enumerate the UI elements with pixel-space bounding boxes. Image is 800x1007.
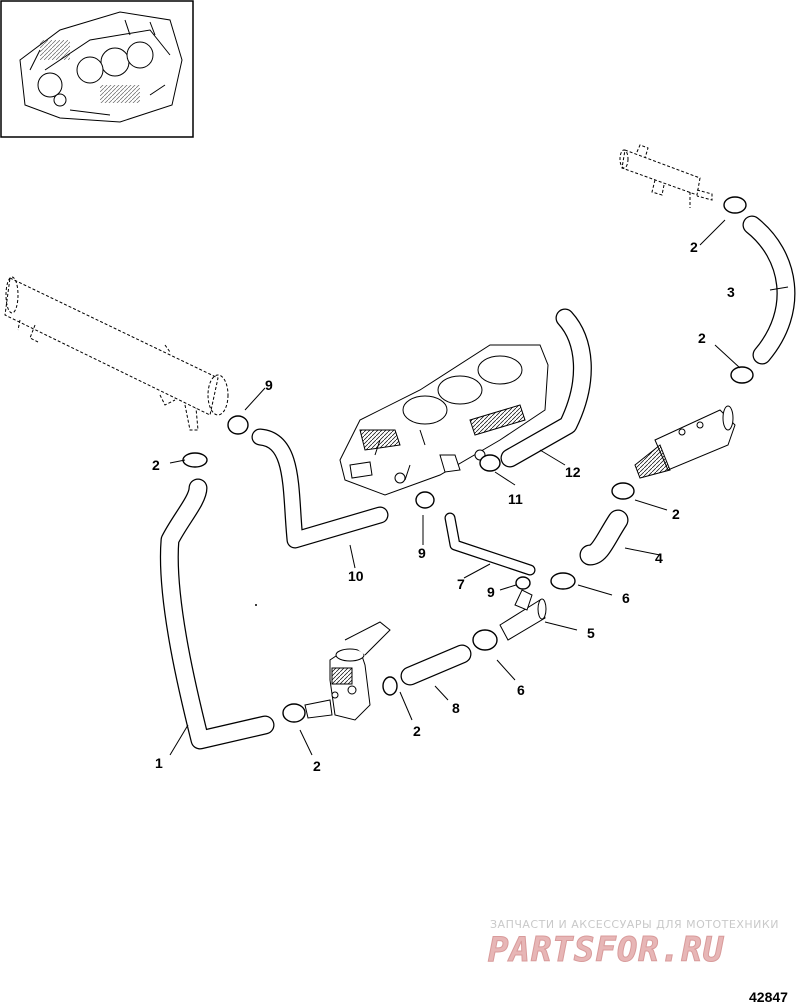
hose-10 — [251, 428, 389, 549]
y-fitting — [499, 589, 547, 641]
clamp-icon — [611, 482, 635, 500]
callout-5: 5 — [587, 625, 595, 641]
callout-9-hose7: 9 — [487, 584, 495, 600]
callout-1: 1 — [155, 755, 163, 771]
callout-leaders — [169, 219, 789, 756]
clamp-icon — [282, 703, 306, 723]
callout-4: 4 — [655, 550, 663, 566]
clamp-icon — [479, 454, 501, 472]
hose-12 — [500, 308, 592, 468]
callout-11: 11 — [508, 491, 523, 507]
upper-cooler-pipe-reference — [619, 144, 713, 208]
fuel-cooler-tube — [634, 405, 736, 479]
callout-2-hose8-clamp: 2 — [413, 723, 421, 739]
heat-exchanger-reference — [4, 276, 229, 431]
hose-1 — [159, 478, 275, 750]
hose-clamps — [182, 196, 754, 723]
clamp-icon — [730, 366, 754, 384]
figure-number: 42847 — [749, 989, 788, 1005]
hose-4 — [579, 509, 629, 566]
callout-2-upper-clamp: 2 — [690, 239, 698, 255]
callout-3: 3 — [727, 284, 735, 300]
hose-7 — [444, 512, 536, 576]
clamp-icon — [182, 452, 208, 468]
stray-dot — [255, 604, 257, 606]
hose-8 — [400, 644, 472, 686]
hose-3 — [742, 215, 796, 365]
watermark-logo: PARTSFOR.RU — [487, 930, 725, 971]
callout-2-cooler-clamp: 2 — [672, 506, 680, 522]
callout-6-upper: 6 — [622, 590, 630, 606]
callout-6-lower: 6 — [517, 682, 525, 698]
callout-2-exhaust-clamp: 2 — [152, 457, 160, 473]
engine-locator-inset — [0, 0, 194, 138]
callout-10: 10 — [348, 568, 364, 584]
clamp-icon — [723, 196, 747, 214]
thermostat-housing — [304, 621, 391, 721]
clamp-icon — [550, 572, 576, 590]
callout-2-lower-clamp: 2 — [698, 330, 706, 346]
callout-7: 7 — [457, 576, 465, 592]
callout-2-thermostat-clamp: 2 — [313, 758, 321, 774]
intake-manifold-block — [339, 344, 549, 496]
clamp-icon — [227, 415, 249, 435]
clamp-icon — [515, 576, 531, 590]
clamp-icon — [472, 629, 498, 651]
watermark-tagline: ЗАПЧАСТИ И АКСЕССУАРЫ ДЛЯ МОТОТЕХНИКИ — [490, 918, 779, 931]
callout-12: 12 — [565, 464, 581, 480]
callout-9-exhaust: 9 — [265, 377, 273, 393]
clamp-icon — [382, 676, 398, 696]
callout-8: 8 — [452, 700, 460, 716]
callout-9-manifold: 9 — [418, 545, 426, 561]
clamp-icon — [415, 491, 435, 509]
